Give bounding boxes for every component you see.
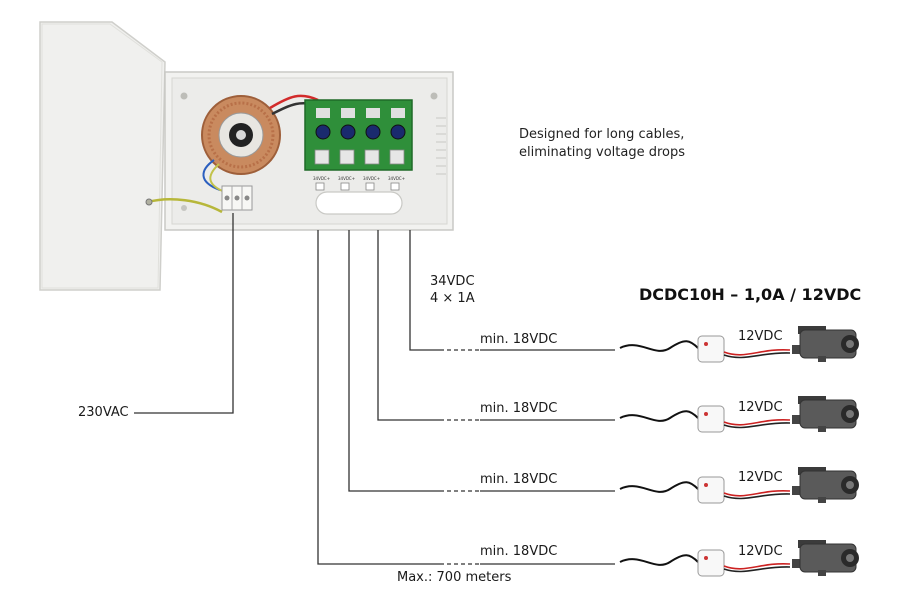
channel-row-1 [619,326,859,363]
converter-title: DCDC10H – 1,0A / 12VDC [639,285,862,304]
channel-4-cable [317,230,440,565]
cctv-camera [792,467,859,503]
description-line-1: Designed for long cables, [519,127,685,142]
description-text: Designed for long cables, eliminating vo… [519,126,685,162]
channel-1-cable [409,230,440,351]
line-voltage-label: min. 18VDC [480,544,558,559]
channel-3-cable [348,230,440,492]
channel-row-2 [619,396,859,433]
ground-wire [147,198,223,214]
psu-enclosure: 34VDC+ 34VDC+ 34VDC+ 34VDC+ [39,21,454,291]
output-voltage-label: 12VDC [738,329,783,344]
cctv-camera [792,396,859,432]
supply-voltage-label: 34VDC [430,274,475,289]
channel-2-cable [377,230,440,421]
dcdc-converter-module [619,335,791,363]
cable-slot [315,191,403,215]
dcdc-converter-module [619,476,791,504]
enclosure-door [39,21,166,291]
channel-row-3 [619,467,859,504]
mains-label: 230VAC [78,405,129,420]
output-voltage-label: 12VDC [738,470,783,485]
line-voltage-label: min. 18VDC [480,472,558,487]
toroidal-transformer [201,95,281,175]
output-voltage-label: 12VDC [738,400,783,415]
description-line-2: eliminating voltage drops [519,145,686,160]
wiring-lines [134,213,615,565]
dcdc-converter-module [619,405,791,433]
terminal-label: 34VDC+ [363,176,380,181]
line-voltage-label: min. 18VDC [480,401,558,416]
dcdc-converter-module [619,549,791,577]
channel-row-4 [619,540,859,577]
cctv-camera [792,326,859,362]
line-voltage-label: min. 18VDC [480,332,558,347]
max-distance-label: Max.: 700 meters [397,570,512,585]
terminal-label: 34VDC+ [388,176,405,181]
cctv-camera [792,540,859,576]
vent-slots [436,117,446,175]
mains-cable [134,213,234,414]
converter-pcb [304,99,413,171]
mains-terminal-block [221,185,253,211]
supply-channels-label: 4 × 1A [430,291,475,306]
output-voltage-label: 12VDC [738,544,783,559]
output-terminal-labels: 34VDC+ 34VDC+ 34VDC+ 34VDC+ [313,176,405,181]
terminal-label: 34VDC+ [313,176,330,181]
terminal-label: 34VDC+ [338,176,355,181]
